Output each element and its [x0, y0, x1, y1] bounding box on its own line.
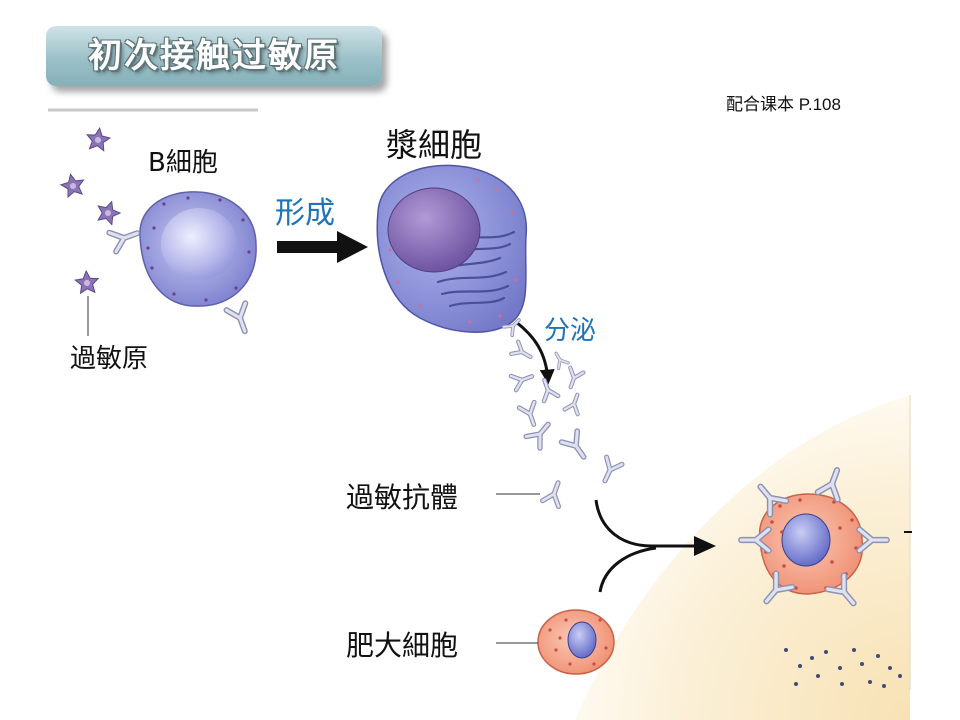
b-cell	[139, 191, 257, 307]
page-title: 初次接触过敏原	[88, 36, 340, 76]
tissue-granules	[784, 648, 902, 688]
forms-label: 形成	[275, 196, 335, 231]
secretes-label: 分泌	[544, 316, 597, 346]
tissue-region	[575, 395, 910, 720]
allergen-label: 過敏原	[70, 344, 149, 374]
plasma-cell-label: 漿細胞	[386, 126, 483, 164]
title-banner: 初次接触过敏原	[46, 26, 382, 86]
mast-cell-nucleus	[567, 621, 597, 659]
binding-arrowhead	[694, 536, 716, 556]
sensitized-mast-cell	[741, 467, 886, 610]
mast-cell-label: 肥大細胞	[346, 629, 459, 662]
b-cell-surface-antibody	[226, 303, 254, 334]
b-cell-label: B細胞	[148, 148, 218, 178]
allergen-star-icon	[93, 197, 124, 227]
allergen-star-icon	[84, 126, 112, 152]
plasma-cell	[376, 164, 528, 333]
b-cell-surface-antibody	[109, 224, 140, 252]
ige-antibody-label: 過敏抗體	[346, 481, 459, 514]
allergen-star-icon	[58, 171, 87, 199]
mast-cell	[537, 609, 615, 675]
binding-arrows	[594, 499, 694, 593]
b-cell-nucleus	[161, 208, 237, 280]
forms-arrow	[277, 231, 368, 263]
secrete-arrow	[515, 320, 555, 385]
allergen-star-icon	[74, 269, 100, 295]
plasma-cell-nucleus	[387, 187, 481, 273]
mast-cell-nucleus	[781, 513, 831, 567]
textbook-reference: 配合课本 P.108	[726, 95, 841, 114]
